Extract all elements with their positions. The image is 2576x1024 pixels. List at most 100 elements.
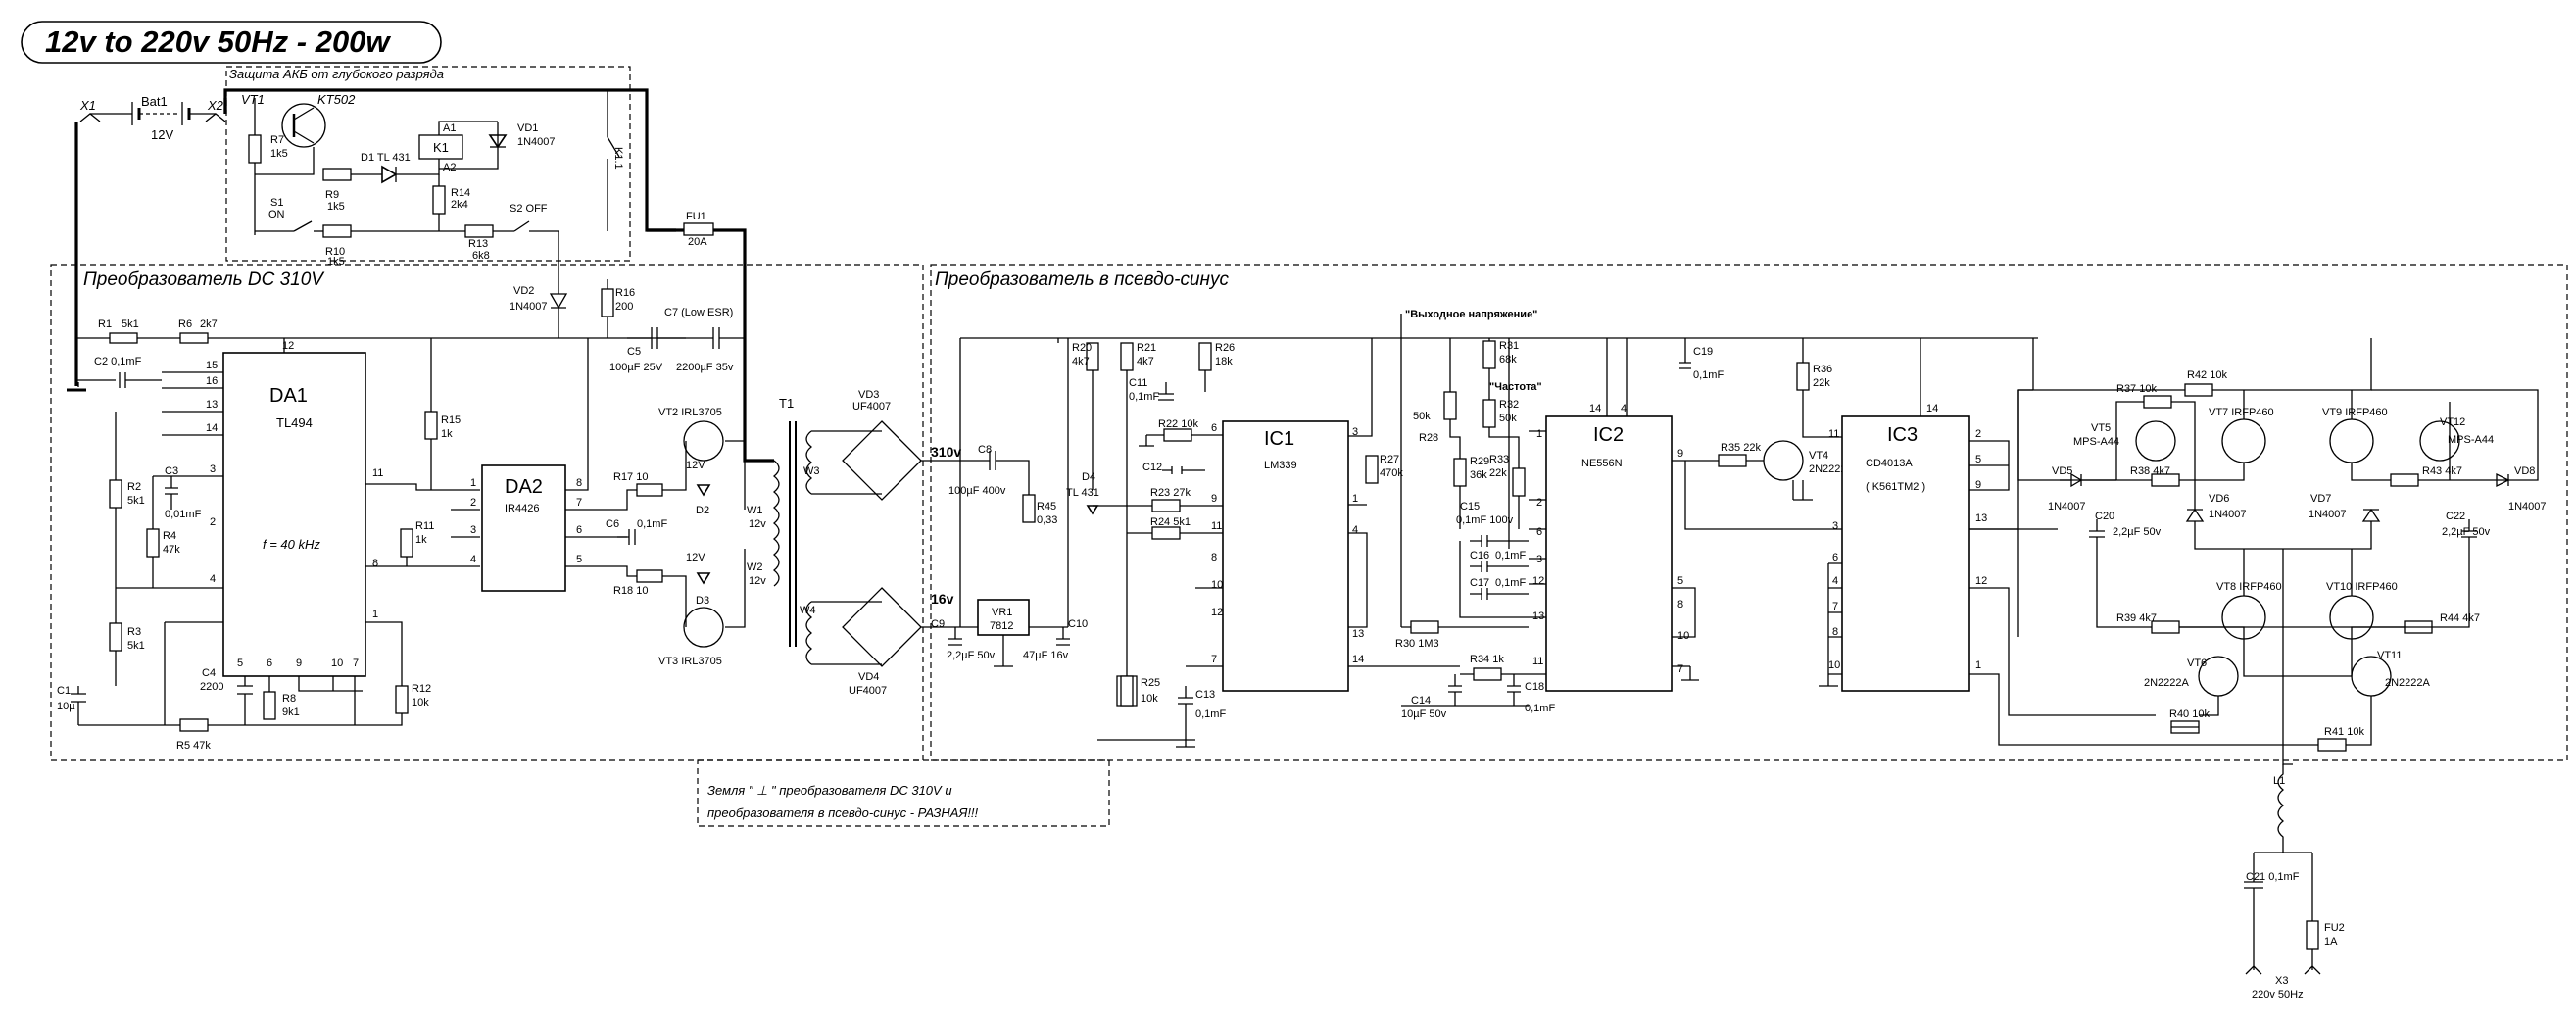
- r4-value: 47k: [163, 544, 180, 556]
- svg-text:11: 11: [1211, 520, 1222, 532]
- r1-resistor: [109, 332, 138, 344]
- vt1-label: VT1: [241, 92, 265, 107]
- svg-text:13: 13: [1975, 512, 1987, 524]
- c12-label: C12: [1142, 462, 1162, 473]
- ic3-chip: [1841, 415, 1970, 692]
- ic2-chip: [1545, 415, 1673, 692]
- svg-text:2: 2: [1975, 428, 1981, 440]
- vd2-label: VD2: [513, 285, 534, 297]
- section-frames: Защита АКБ от глубокого разряда Преобраз…: [50, 66, 2568, 827]
- r29-label: R29: [1470, 456, 1489, 467]
- r21-value: 4k7: [1137, 356, 1154, 367]
- r35-label: R35 22k: [1721, 442, 1761, 454]
- r25-resistor: [1120, 675, 1134, 707]
- vd3-type: UF4007: [852, 401, 891, 413]
- c17-label: C17: [1470, 577, 1489, 589]
- r43-label: R43 4k7: [2422, 465, 2462, 477]
- vt6-label: VT6: [2187, 658, 2207, 669]
- d3-zener: [696, 572, 711, 585]
- vt7-mosfet: [2221, 418, 2266, 463]
- svg-text:9: 9: [1211, 493, 1217, 505]
- fu2-label: FU2: [2324, 922, 2345, 934]
- svg-text:5: 5: [237, 658, 243, 669]
- r5-resistor: [179, 718, 209, 732]
- vd3-label: VD3: [858, 389, 879, 401]
- c12-capacitor: [1162, 466, 1205, 474]
- svg-text:13: 13: [1352, 628, 1364, 640]
- vt1-type: KT502: [317, 92, 356, 107]
- r24-resistor: [1151, 526, 1181, 540]
- c10-value: 47µF 16v: [1023, 650, 1069, 661]
- svg-text:6: 6: [576, 524, 582, 536]
- c16-value: 0,1mF: [1495, 550, 1526, 561]
- svg-text:14: 14: [1589, 403, 1601, 414]
- dc-converter-frame: [50, 264, 924, 761]
- v12a-label: 12v: [749, 518, 766, 530]
- c8-label: C8: [978, 444, 992, 456]
- c14-value: 10µF 50v: [1401, 708, 1447, 720]
- c19-value: 0,1mF: [1693, 369, 1724, 381]
- r29-value: 36k: [1470, 469, 1487, 481]
- r27-label: R27: [1380, 454, 1399, 465]
- transformer-w4: [805, 601, 813, 665]
- r31-value: 68k: [1499, 354, 1517, 366]
- c8-capacitor: [980, 451, 1030, 495]
- vt5-transistor: [2135, 420, 2176, 462]
- c1-value: 10µ: [57, 701, 75, 712]
- svg-text:4: 4: [1832, 575, 1838, 587]
- r32-value: 50k: [1499, 413, 1517, 424]
- svg-text:6: 6: [1211, 422, 1217, 434]
- vt9-mosfet: [2329, 418, 2374, 463]
- frequency-label: "Частота": [1489, 381, 1542, 393]
- output-voltage-label: "Выходное напряжение": [1405, 309, 1537, 320]
- c21-capacitor: [2244, 852, 2313, 889]
- r13-resistor: [464, 224, 494, 238]
- svg-text:2: 2: [470, 497, 476, 509]
- r7-label: R7: [270, 134, 284, 146]
- r14-label: R14: [451, 187, 470, 199]
- sine-section-label: Преобразователь в псевдо-синус: [935, 269, 1230, 290]
- c5-label: C5: [627, 346, 641, 358]
- r8-resistor: [263, 691, 276, 720]
- akb-protection-frame: [225, 66, 631, 262]
- svg-text:14: 14: [1926, 403, 1938, 414]
- r16-resistor: [601, 288, 614, 317]
- vd6-type: 1N4007: [2209, 509, 2247, 520]
- r39-label: R39 4k7: [2116, 612, 2157, 624]
- r11-label: R11: [415, 520, 434, 532]
- d2-label: D2: [696, 505, 709, 516]
- r5-label: R5 47k: [176, 740, 211, 752]
- c10-capacitor: [1056, 627, 1070, 646]
- r32-potentiometer: [1482, 399, 1496, 428]
- r3-label: R3: [127, 626, 141, 638]
- c11-value: 0,1mF: [1129, 391, 1159, 403]
- svg-text:11: 11: [372, 467, 383, 479]
- r41-label: R41 10k: [2324, 726, 2364, 738]
- svg-text:11: 11: [1532, 656, 1543, 667]
- r30-label: R30 1M3: [1395, 638, 1439, 650]
- vt2-mosfet: [683, 420, 724, 462]
- dc-section-label: Преобразователь DC 310V: [83, 269, 325, 290]
- battery-voltage: 12V: [151, 127, 173, 142]
- c10-label: C10: [1068, 618, 1088, 630]
- c9-capacitor: [948, 627, 962, 646]
- r13-value: 6k8: [472, 250, 490, 262]
- c13-label: C13: [1195, 689, 1215, 701]
- svg-text:10: 10: [1211, 579, 1223, 591]
- svg-text:16: 16: [206, 375, 218, 387]
- vt2-label: VT2 IRL3705: [658, 407, 722, 418]
- c2-capacitor: [76, 372, 162, 388]
- ground-note-frame: [697, 759, 1110, 827]
- r41-resistor: [2317, 738, 2347, 752]
- k1-relay-coil: [418, 134, 463, 160]
- x3-label: X3: [2275, 975, 2288, 987]
- ic1-name: IC1: [1264, 428, 1294, 450]
- akb-protection-circuit: VT1 KT502 R7 1k5 R9 1k5 D1 TL 431 K1 A1 …: [241, 90, 714, 279]
- r21-label: R21: [1137, 342, 1156, 354]
- c5-value: 100µF 25V: [609, 362, 663, 373]
- r42-resistor: [2184, 383, 2213, 397]
- r6-value: 2k7: [200, 318, 218, 330]
- battery-label: Bat1: [141, 94, 168, 109]
- r44-label: R44 4k7: [2440, 612, 2480, 624]
